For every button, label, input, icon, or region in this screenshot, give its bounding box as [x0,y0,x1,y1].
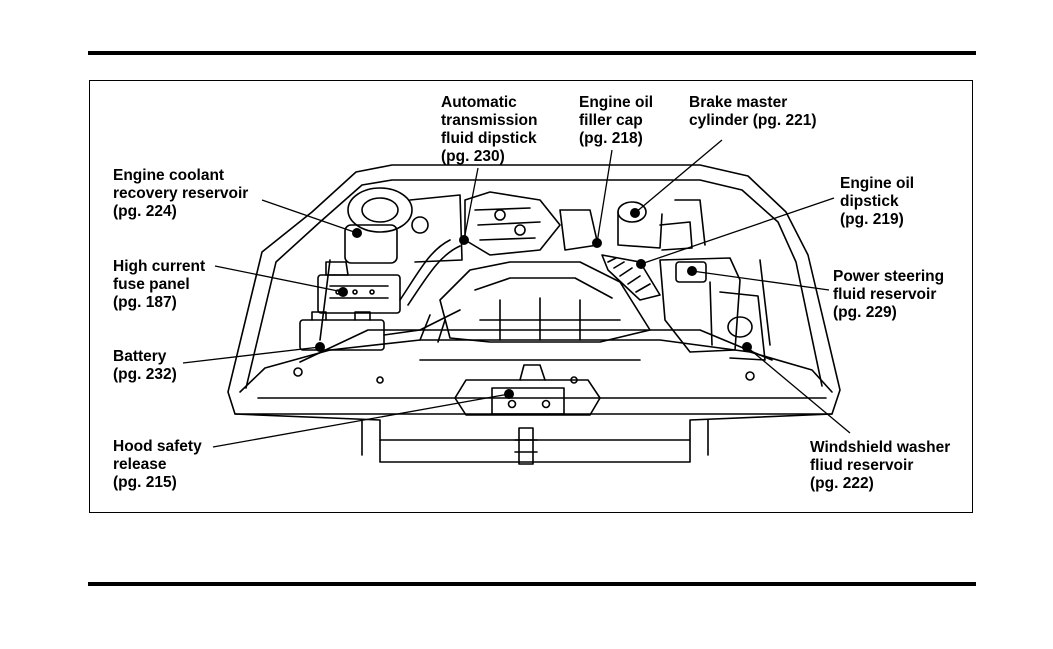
engine-oil-filler-cap-label: Engine oil filler cap (pg. 218) [579,94,654,147]
bottom-rule [88,582,976,586]
diagram-frame [89,80,973,513]
battery-label: Battery (pg. 232) [113,348,177,383]
engine-coolant-reservoir-label: Engine coolant recovery reservoir (pg. 2… [113,167,249,220]
hood-safety-release-label: Hood safety release (pg. 215) [113,438,202,491]
high-current-fuse-panel-label: High current fuse panel (pg. 187) [113,258,206,311]
windshield-washer-reservoir-label: Windshield washer fliud reservoir (pg. 2… [810,439,951,492]
automatic-transmission-dipstick-label: Automatic transmission fluid dipstick (p… [441,94,538,165]
engine-oil-dipstick-label: Engine oil dipstick (pg. 219) [840,175,915,228]
top-rule [88,51,976,55]
brake-master-cylinder-label: Brake master cylinder (pg. 221) [689,94,817,129]
power-steering-reservoir-label: Power steering fluid reservoir (pg. 229) [833,268,945,321]
